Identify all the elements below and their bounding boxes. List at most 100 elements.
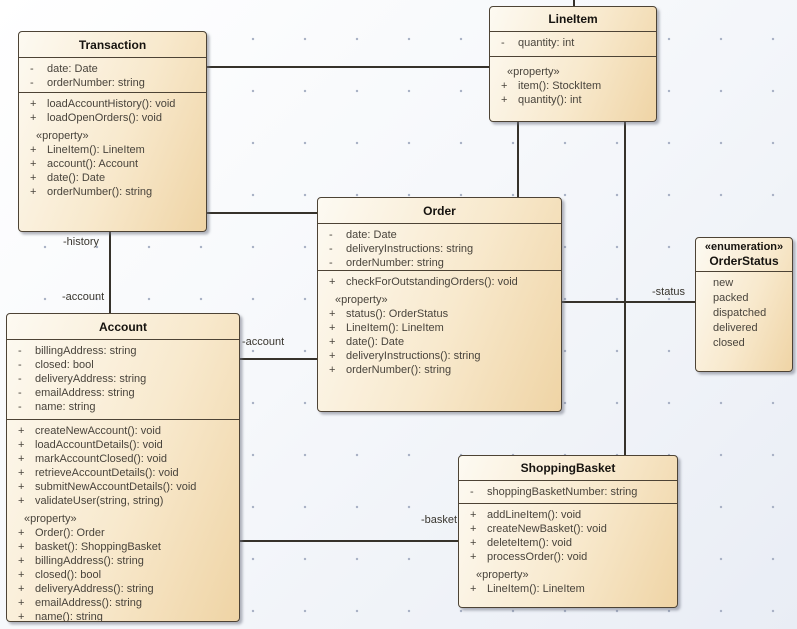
- connector-transaction-account[interactable]: [109, 232, 111, 313]
- visibility-symbol: [696, 276, 713, 291]
- enumeration-orderstatus-header: «enumeration» OrderStatus: [696, 238, 792, 272]
- visibility-symbol: +: [30, 112, 37, 124]
- member-row: -shoppingBasketNumber: string: [459, 485, 677, 499]
- operations-compartment: «property»+item(): StockItem+quantity():…: [490, 56, 656, 121]
- class-account[interactable]: Account -billingAddress: string-closed: …: [6, 313, 240, 622]
- member-text: deliveryInstructions(): string: [346, 350, 481, 362]
- visibility-symbol: +: [30, 172, 37, 184]
- member-row: +processOrder(): void: [459, 550, 677, 564]
- visibility-symbol: -: [18, 387, 22, 399]
- class-name: LineItem: [548, 12, 598, 26]
- member-text: processOrder(): void: [487, 551, 588, 563]
- visibility-symbol: +: [329, 364, 336, 376]
- class-name: OrderStatus: [709, 254, 779, 268]
- connector-transaction-order[interactable]: [207, 212, 317, 214]
- member-row: +LineItem(): LineItem: [459, 582, 677, 596]
- member-text: emailAddress(): string: [35, 597, 142, 609]
- member-row: +retrieveAccountDetails(): void: [7, 466, 239, 480]
- role-label-account: -account: [62, 291, 105, 303]
- member-row: +Order(): Order: [7, 526, 239, 540]
- class-transaction-header: Transaction: [19, 32, 206, 58]
- class-lineitem-header: LineItem: [490, 7, 656, 32]
- member-text: orderNumber: string: [346, 257, 444, 269]
- role-label-account-order: -account: [242, 336, 285, 348]
- member-text: billingAddress(): string: [35, 555, 144, 567]
- member-text: loadAccountHistory(): void: [47, 98, 176, 110]
- member-row: - orderNumber: string: [318, 256, 561, 270]
- member-row: +checkForOutstandingOrders(): void: [318, 275, 561, 289]
- member-row: +submitNewAccountDetails(): void: [7, 480, 239, 494]
- connector-lineitem-order[interactable]: [517, 122, 519, 197]
- member-text: «property»: [24, 513, 77, 525]
- connector-order-orderstatus[interactable]: [562, 301, 695, 303]
- connector-lineitem-shoppingbasket[interactable]: [624, 122, 626, 455]
- attributes-compartment: -date: Date-orderNumber: string: [19, 58, 206, 92]
- attributes-compartment: -date: Date-deliveryInstructions: string…: [318, 224, 561, 270]
- visibility-symbol: +: [18, 611, 25, 621]
- visibility-symbol: [7, 512, 24, 526]
- visibility-symbol: -: [329, 257, 333, 269]
- visibility-symbol: [696, 321, 713, 336]
- visibility-symbol: +: [18, 541, 25, 553]
- class-lineitem[interactable]: LineItem -quantity: int «property»+item(…: [489, 6, 657, 122]
- connector-account-shoppingbasket[interactable]: [240, 540, 458, 542]
- visibility-symbol: +: [329, 276, 336, 288]
- member-row: +billingAddress(): string: [7, 554, 239, 568]
- visibility-symbol: +: [18, 583, 25, 595]
- member-text: deliveryAddress(): string: [35, 583, 154, 595]
- member-text: quantity(): int: [518, 94, 582, 106]
- connector-account-order[interactable]: [240, 358, 317, 360]
- member-text: name(): string: [35, 611, 103, 621]
- visibility-symbol: +: [18, 569, 25, 581]
- visibility-symbol: +: [30, 186, 37, 198]
- visibility-symbol: +: [18, 425, 25, 437]
- visibility-symbol: +: [470, 583, 477, 595]
- visibility-symbol: +: [470, 537, 477, 549]
- visibility-symbol: +: [329, 322, 336, 334]
- member-text: emailAddress: string: [35, 387, 135, 399]
- member-row: +status(): OrderStatus: [318, 307, 561, 321]
- visibility-symbol: [490, 65, 507, 79]
- member-text: deleteItem(): void: [487, 537, 572, 549]
- class-name: ShoppingBasket: [520, 461, 616, 475]
- member-row: -billingAddress: string: [7, 344, 239, 358]
- class-order[interactable]: Order -date: Date-deliveryInstructions: …: [317, 197, 562, 412]
- connector-transaction-lineitem[interactable]: [207, 66, 489, 68]
- visibility-symbol: -: [30, 77, 34, 89]
- visibility-symbol: [696, 291, 713, 306]
- member-text: «property»: [36, 130, 89, 142]
- member-row: new: [696, 276, 792, 291]
- visibility-symbol: +: [18, 453, 25, 465]
- member-text: date: Date: [47, 63, 98, 75]
- member-row: +orderNumber(): string: [19, 185, 206, 199]
- member-text: deliveryAddress: string: [35, 373, 147, 385]
- member-row: + loadAccountHistory(): void: [19, 97, 206, 111]
- member-text: validateUser(string, string): [35, 495, 164, 507]
- member-text: item(): StockItem: [518, 80, 602, 92]
- member-row: + name(): string: [7, 610, 239, 621]
- member-row: -closed: bool: [7, 358, 239, 372]
- class-shoppingbasket[interactable]: ShoppingBasket -shoppingBasketNumber: st…: [458, 455, 678, 608]
- class-order-header: Order: [318, 198, 561, 224]
- visibility-symbol: -: [18, 345, 22, 357]
- member-row: +createNewBasket(): void: [459, 522, 677, 536]
- role-label-basket: -basket: [421, 514, 458, 526]
- member-row: +loadOpenOrders(): void: [19, 111, 206, 125]
- visibility-symbol: +: [18, 597, 25, 609]
- member-row: delivered: [696, 321, 792, 336]
- connector-lineitem-top-clipped[interactable]: [573, 0, 575, 7]
- member-row: + orderNumber(): string: [318, 363, 561, 377]
- class-account-header: Account: [7, 314, 239, 340]
- visibility-symbol: [459, 568, 476, 582]
- member-text: orderNumber(): string: [346, 364, 452, 376]
- visibility-symbol: +: [18, 439, 25, 451]
- member-row: - date: Date: [19, 62, 206, 76]
- member-text: account(): Account: [47, 158, 139, 170]
- class-transaction[interactable]: Transaction -date: Date-orderNumber: str…: [18, 31, 207, 232]
- member-row: +date(): Date: [19, 171, 206, 185]
- stereotype-row: «property»: [490, 65, 656, 79]
- member-text: LineItem(): LineItem: [47, 144, 145, 156]
- visibility-symbol: -: [30, 63, 34, 75]
- visibility-symbol: +: [30, 98, 37, 110]
